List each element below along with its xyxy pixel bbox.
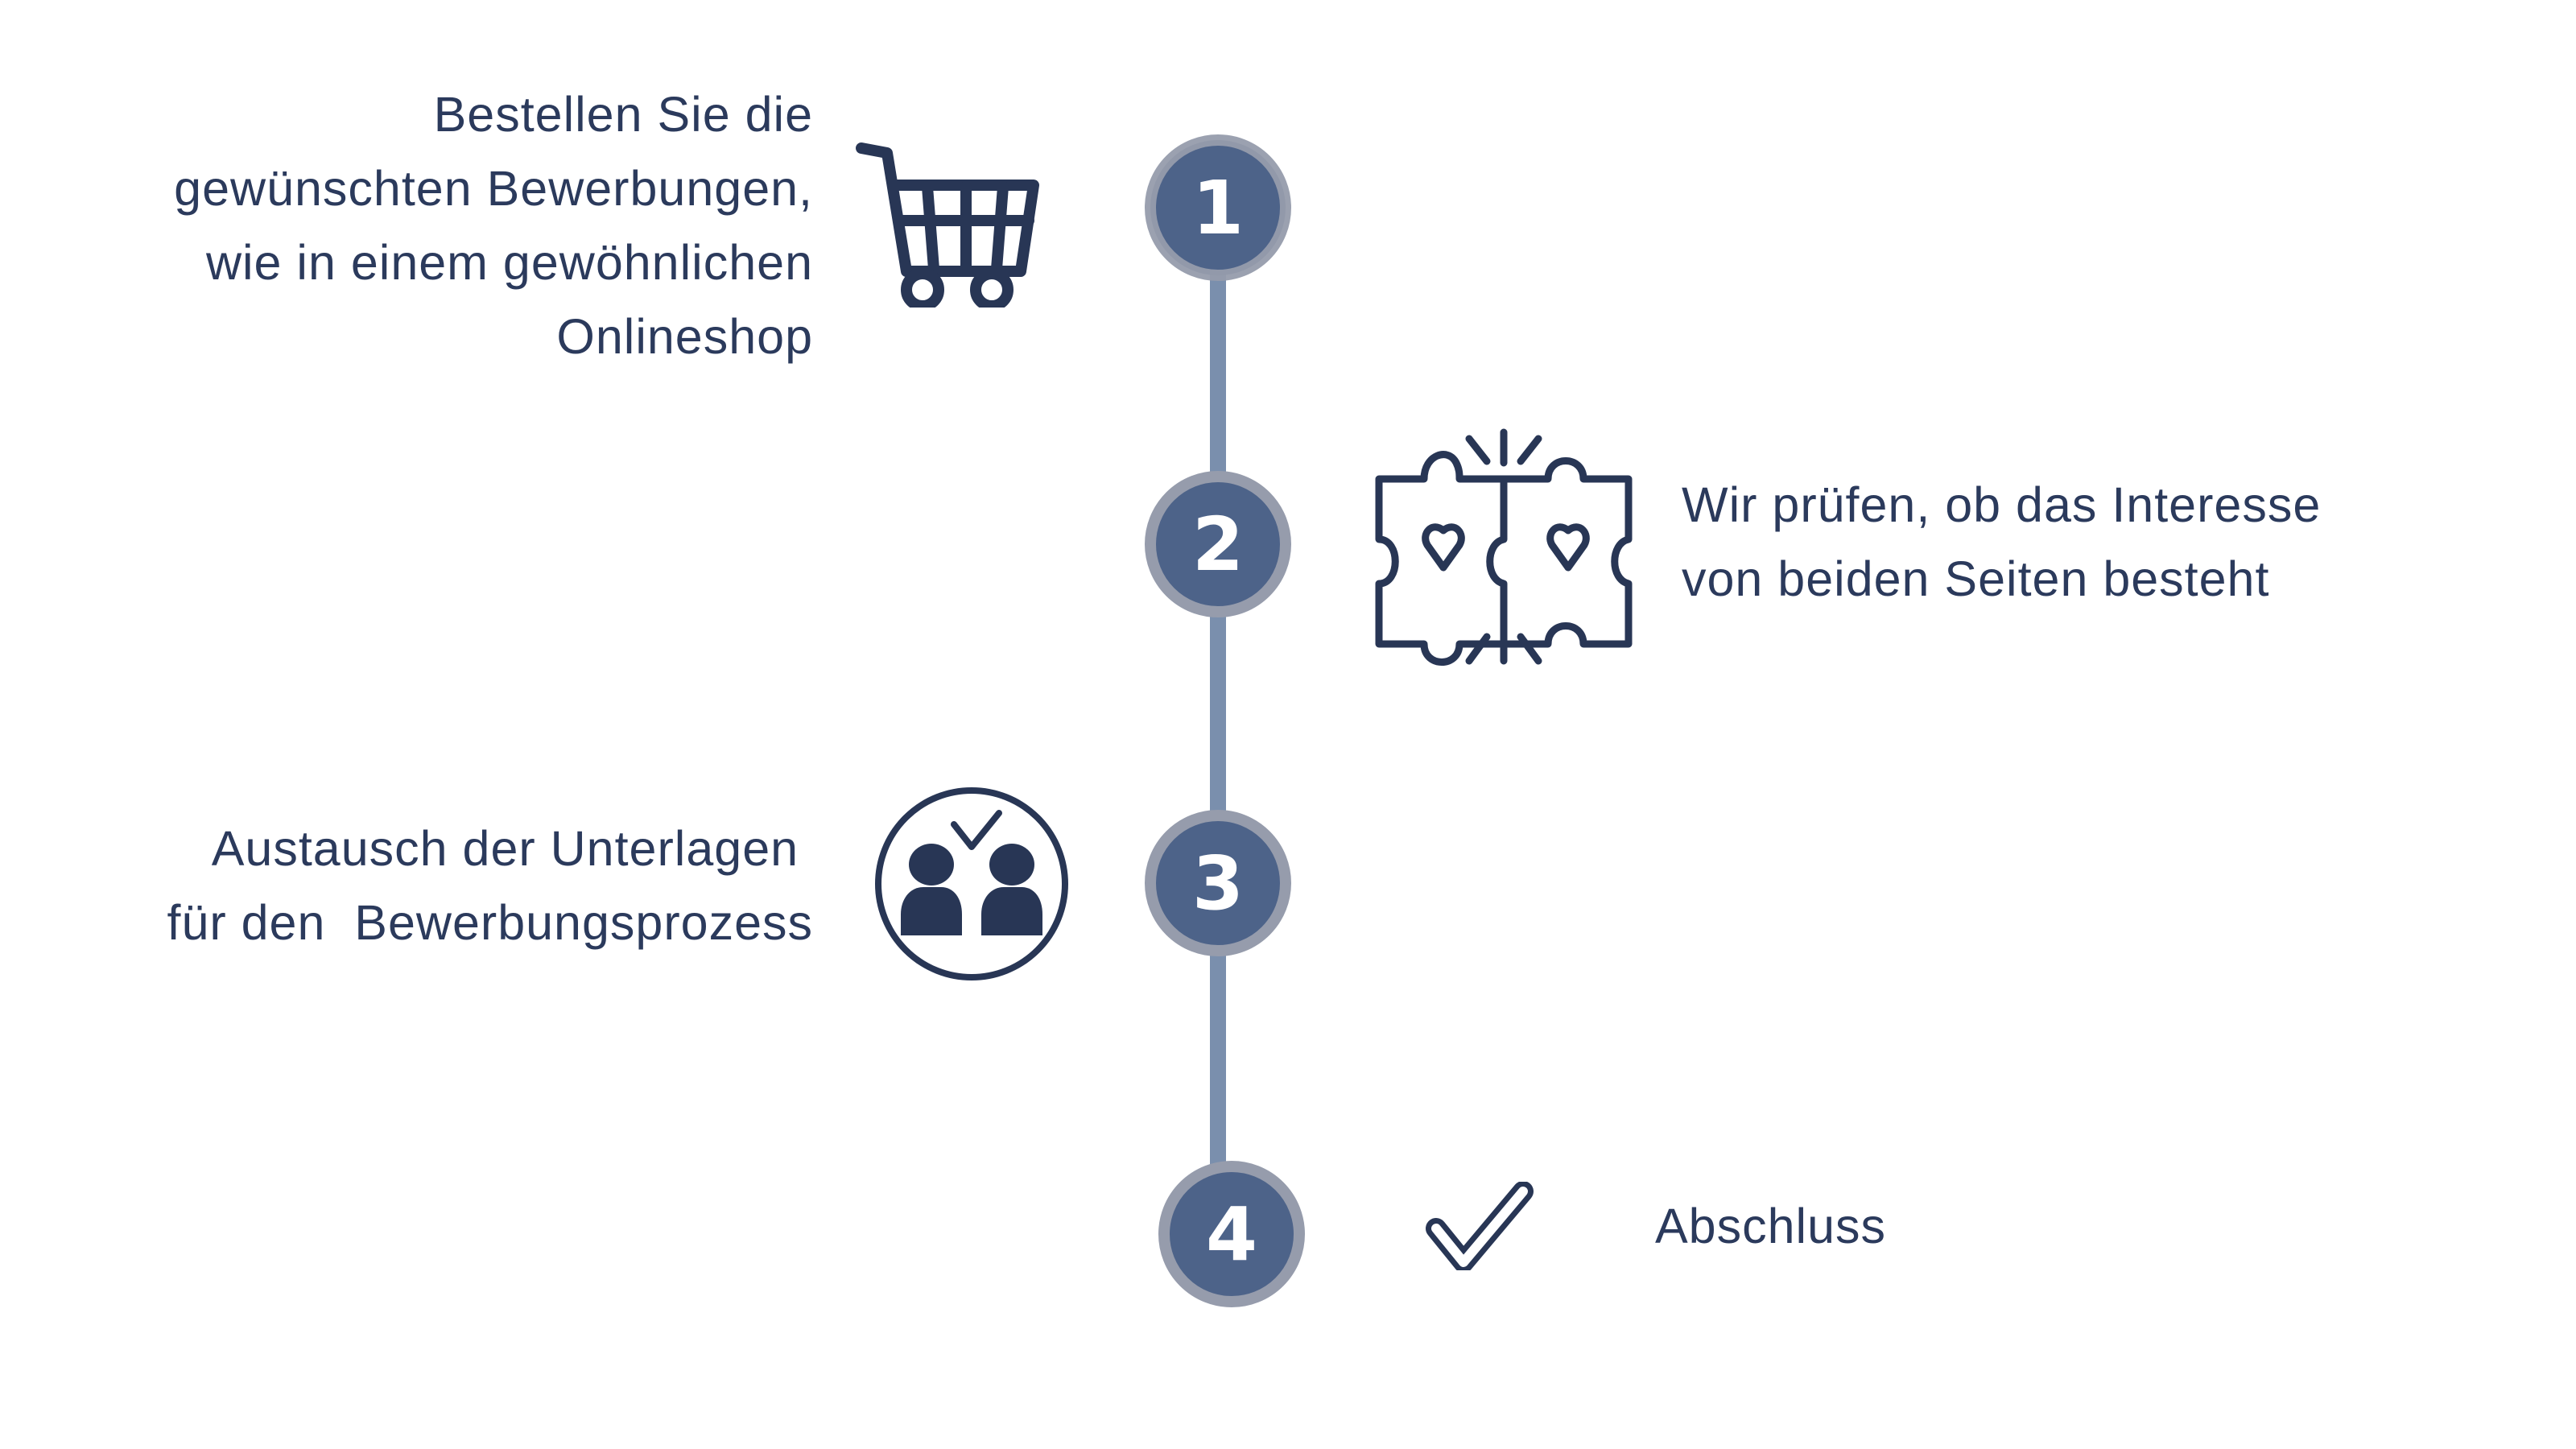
step-1-line: Onlineshop (556, 309, 813, 364)
step-marker-2: 2 (1145, 471, 1291, 617)
step-marker-3: 3 (1145, 810, 1291, 956)
step-2-description: Wir prüfen, ob das Interesse von beiden … (1682, 468, 2321, 616)
step-marker-1: 1 (1145, 134, 1291, 281)
step-number-4: 4 (1206, 1191, 1257, 1278)
puzzle-hearts-icon (1375, 428, 1633, 666)
step-3-description: Austausch der Unterlagen für den Bewerbu… (167, 811, 814, 960)
step-4-description: Abschluss (1655, 1189, 1886, 1263)
step-1-description: Bestellen Sie die gewünschten Bewerbunge… (174, 77, 813, 374)
step-3-line: Austausch der Unterlagen (211, 821, 813, 876)
step-number-2: 2 (1192, 502, 1244, 588)
step-number-3: 3 (1192, 840, 1244, 927)
step-2-line: von beiden Seiten besteht (1682, 551, 2270, 606)
shopping-cart-icon (856, 142, 1039, 308)
step-marker-4: 4 (1158, 1161, 1305, 1307)
step-1-line: Bestellen Sie die (433, 87, 813, 142)
checkmark-icon (1426, 1182, 1534, 1270)
step-2-line: Wir prüfen, ob das Interesse (1682, 477, 2322, 532)
step-4-line: Abschluss (1655, 1199, 1887, 1253)
step-1-line: wie in einem gewöhnlichen (205, 235, 813, 290)
step-3-line: für den Bewerbungsprozess (167, 895, 813, 950)
people-check-icon (875, 787, 1068, 980)
step-number-1: 1 (1192, 165, 1244, 251)
timeline-connector (1210, 208, 1226, 1234)
step-1-line: gewünschten Bewerbungen, (174, 161, 813, 216)
